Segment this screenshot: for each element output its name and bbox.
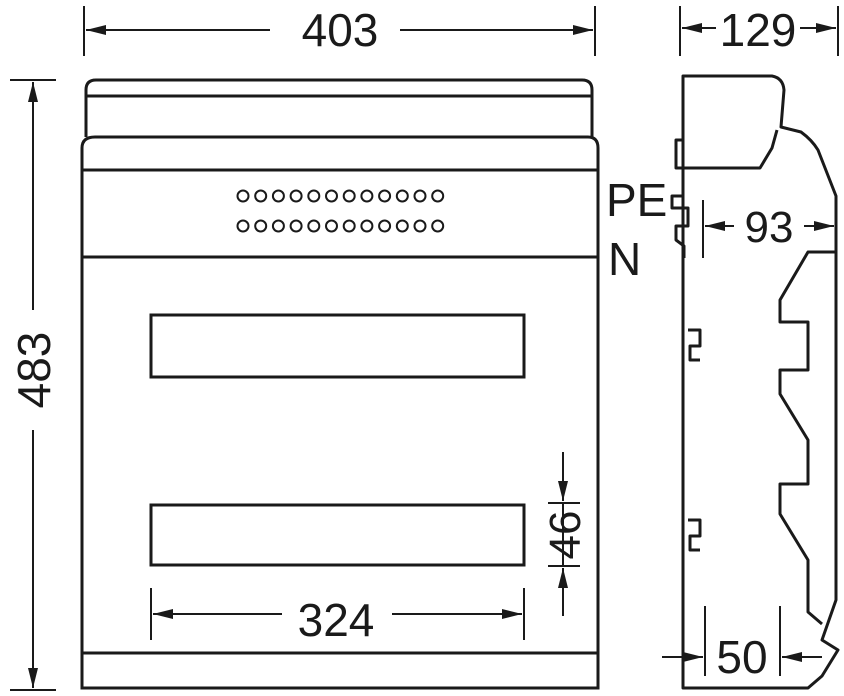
terminal-n-circle: [271, 219, 285, 233]
terminal-pe-circle: [360, 189, 374, 203]
terminal-n-circle: [431, 219, 445, 233]
terminal-n-circle: [236, 219, 250, 233]
terminal-n-circle: [325, 219, 338, 233]
terminal-n-circle: [413, 219, 427, 233]
side-view: [670, 74, 840, 690]
side-pe-notch: [670, 194, 690, 258]
dim-93-label: 93: [745, 203, 794, 252]
terminal-pe-circle: [413, 189, 427, 203]
terminal-label-n: N: [608, 233, 641, 285]
terminal-pe-circle: [325, 189, 338, 203]
dim-324-label: 324: [298, 594, 375, 646]
front-view: [80, 78, 600, 690]
terminal-n-circle: [342, 219, 356, 233]
terminal-pe-circle: [236, 189, 250, 203]
side-notch-lower: [688, 518, 702, 552]
terminal-n-circle: [307, 219, 321, 233]
side-rail-profile: [778, 250, 836, 626]
terminal-n-circle: [378, 219, 392, 233]
terminal-n-circle: [360, 219, 374, 233]
terminal-pe-circle: [431, 189, 445, 203]
front-main-body: [80, 135, 600, 690]
terminal-pe-circle: [254, 189, 268, 203]
front-window-bottom: [149, 503, 526, 567]
side-profile-outer: [681, 74, 840, 690]
terminal-n-circle: [395, 219, 409, 233]
terminal-pe-circle: [289, 189, 303, 203]
front-top-lid: [84, 78, 594, 137]
front-window-top: [149, 313, 526, 379]
terminal-n-circle: [254, 219, 268, 233]
side-lid-inner: [674, 129, 779, 170]
terminal-pe-circle: [395, 189, 409, 203]
dim-46-label: 46: [541, 511, 590, 560]
terminal-label-pe: PE: [606, 174, 667, 226]
dim-483-label: 483: [8, 332, 60, 409]
terminal-pe-circle: [271, 189, 285, 203]
terminal-pe-circle: [378, 189, 392, 203]
terminal-pe-circle: [342, 189, 356, 203]
terminal-pe-circle: [307, 189, 321, 203]
terminal-n-circle: [289, 219, 303, 233]
dim-403-label: 403: [302, 4, 379, 56]
dim-129-label: 129: [720, 4, 797, 56]
dim-50-label: 50: [716, 631, 767, 683]
dimension-lines: [10, 6, 839, 691]
side-notch-upper: [688, 328, 702, 362]
terminal-rows: [236, 189, 445, 233]
